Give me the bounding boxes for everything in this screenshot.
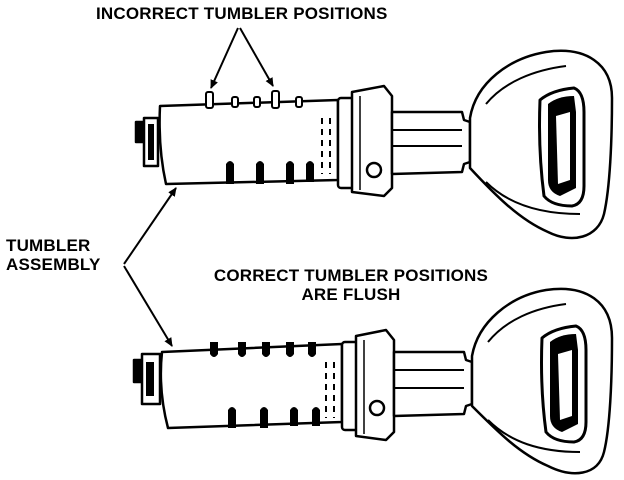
tumbler-assembly-label: TUMBLER ASSEMBLY bbox=[6, 236, 101, 274]
tumblers-top bbox=[205, 90, 303, 109]
tumblers-top bbox=[210, 342, 316, 357]
collar bbox=[336, 84, 394, 198]
shaft bbox=[390, 110, 472, 176]
tumbler-assembly-line1: TUMBLER bbox=[6, 236, 91, 255]
rear-cap bbox=[132, 352, 162, 406]
arrow-incorrect-right bbox=[239, 27, 274, 87]
correct-tumbler-line2: ARE FLUSH bbox=[301, 285, 401, 305]
key-head bbox=[468, 49, 614, 240]
arrow-assembly-bottom bbox=[123, 265, 173, 347]
tumbler-body bbox=[158, 98, 340, 186]
correct-assembly bbox=[132, 287, 614, 475]
tumblers-bottom bbox=[226, 161, 314, 184]
incorrect-tumbler-label: INCORRECT TUMBLER POSITIONS bbox=[96, 4, 388, 23]
raised-tumbler bbox=[205, 91, 214, 109]
key-head bbox=[470, 287, 614, 475]
correct-tumbler-line1: CORRECT TUMBLER POSITIONS bbox=[213, 266, 489, 285]
incorrect-assembly bbox=[134, 49, 614, 240]
tumbler-body bbox=[159, 342, 344, 430]
collar bbox=[340, 328, 396, 442]
tumblers-bottom bbox=[228, 407, 320, 428]
arrow-incorrect-left bbox=[210, 27, 239, 89]
rear-cap bbox=[134, 116, 160, 168]
correct-tumbler-label: CORRECT TUMBLER POSITIONS ARE FLUSH bbox=[186, 266, 516, 304]
raised-tumbler bbox=[271, 90, 280, 109]
arrow-assembly-top bbox=[123, 187, 177, 265]
shaft bbox=[392, 350, 474, 418]
leader-arrows bbox=[123, 27, 274, 347]
tumbler-assembly-line2: ASSEMBLY bbox=[6, 255, 101, 275]
